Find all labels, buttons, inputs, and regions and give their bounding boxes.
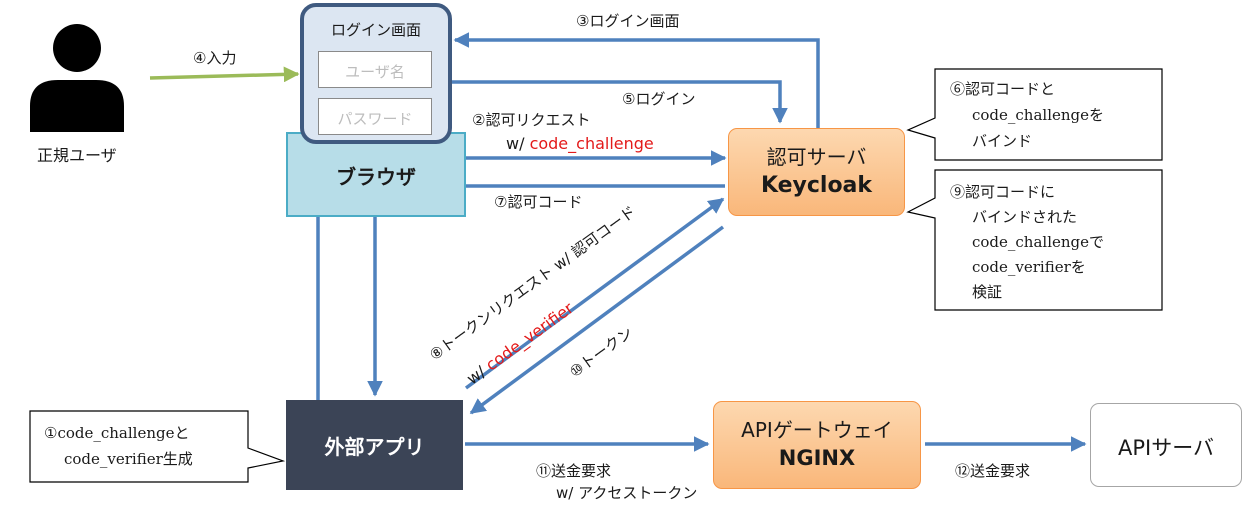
callout-9-line4: code_verifierを: [972, 258, 1086, 276]
login-screen-title: ログイン画面: [330, 21, 421, 39]
username-field[interactable]: ユーザ名: [318, 51, 432, 88]
external-app-box: 外部アプリ: [286, 400, 463, 490]
callout-6-line3: バインド: [972, 132, 1033, 150]
label-auth-code: ⑦認可コード: [494, 193, 583, 211]
browser-label: ブラウザ: [336, 165, 416, 189]
arrow-token: [469, 225, 725, 415]
label-login-screen: ③ログイン画面: [576, 12, 680, 30]
api-server-label: APIサーバ: [1117, 436, 1214, 460]
label-auth-request: ②認可リクエスト: [472, 111, 591, 129]
callout-6-line1: ⑥認可コードと: [950, 80, 1056, 98]
callout-9-line2: バインドされた: [972, 208, 1078, 226]
callout-9-line3: code_challengeで: [972, 233, 1105, 251]
password-placeholder: パスワード: [337, 110, 413, 128]
arrow-input: [149, 66, 300, 83]
external-app-label: 外部アプリ: [324, 435, 425, 459]
label-auth-request-prefix: w/: [506, 134, 530, 153]
code-challenge-label: code_challenge: [529, 134, 654, 153]
callout-9-line1: ⑨認可コードに: [950, 183, 1056, 201]
user-icon: [30, 24, 124, 132]
arrow-token-request: [464, 197, 725, 390]
api-server-box: APIサーバ: [1090, 403, 1242, 487]
api-gateway-product: NGINX: [778, 446, 856, 470]
label-login: ⑤ログイン: [622, 90, 696, 108]
api-gateway-box: APIゲートウェイ NGINX: [713, 401, 921, 489]
browser-box: ブラウザ: [286, 132, 466, 217]
arrow-auth-code: [367, 184, 725, 397]
auth-server-product: Keycloak: [760, 173, 873, 198]
callout-6-shape: [906, 68, 1163, 161]
arrow-login: [452, 80, 788, 124]
callout-1-shape: [29, 410, 286, 483]
callout-6-line2: code_challengeを: [972, 106, 1105, 124]
auth-server-box: 認可サーバ Keycloak: [728, 128, 905, 216]
callout-9-line5: 検証: [972, 283, 1003, 301]
callout-9-shape: [906, 169, 1163, 311]
auth-server-name: 認可サーバ: [766, 145, 867, 169]
label-input: ④入力: [193, 49, 237, 67]
login-screen-box: ログイン画面 ユーザ名 パスワード: [300, 3, 452, 144]
user-label: 正規ユーザ: [37, 146, 117, 165]
api-gateway-name: APIゲートウェイ: [741, 418, 893, 442]
arrow-login-screen: [453, 32, 820, 128]
label-transfer-request-token: w/ アクセストークン: [556, 484, 698, 502]
label-transfer-request-api: ⑫送金要求: [955, 462, 1031, 480]
username-placeholder: ユーザ名: [345, 63, 405, 81]
label-auth-request-param: w/ code_challenge: [506, 134, 654, 153]
label-transfer-request: ⑪送金要求: [536, 462, 612, 480]
callout-1-line1: ①code_challengeと: [44, 424, 190, 442]
callout-1-line2: code_verifier生成: [64, 450, 193, 468]
password-field[interactable]: パスワード: [318, 98, 432, 135]
